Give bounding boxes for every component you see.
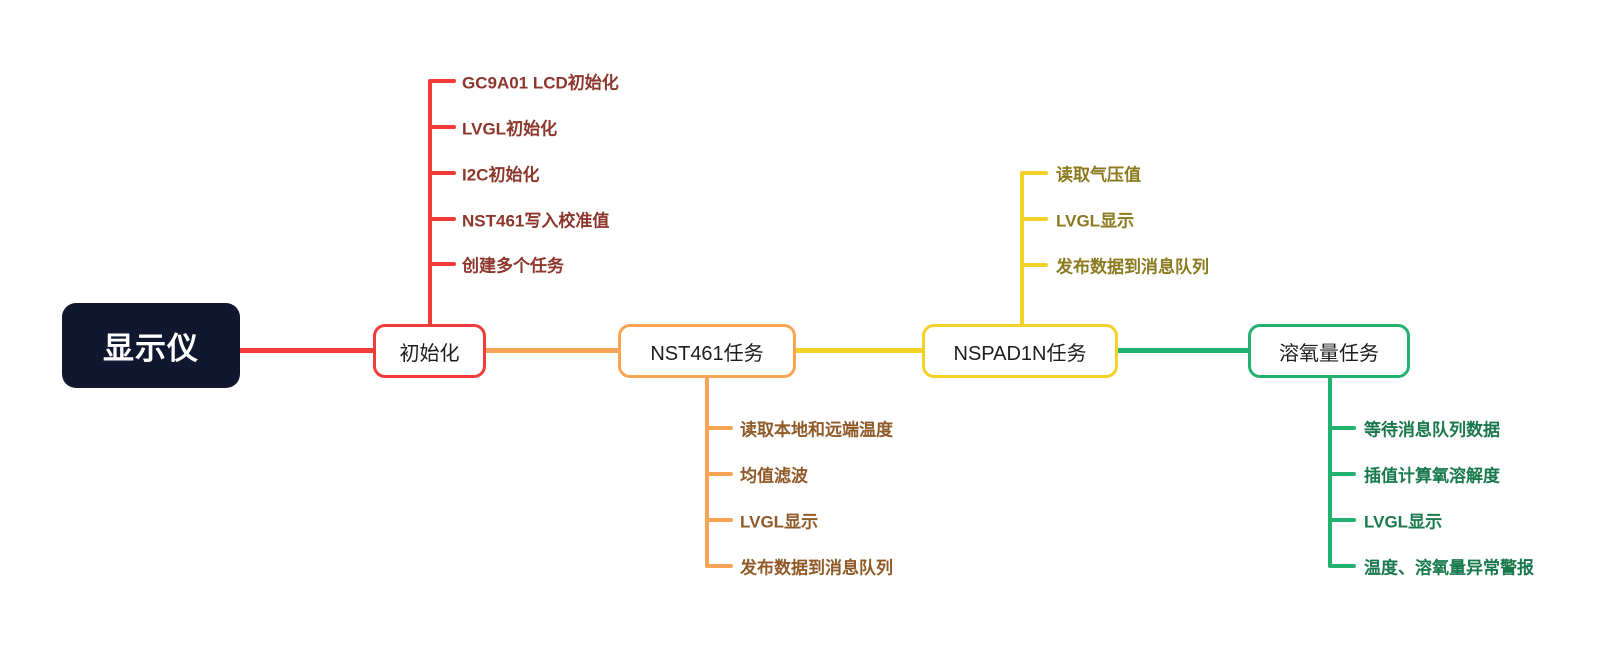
child-wait-queue-data[interactable]: 等待消息队列数据 (1364, 420, 1500, 440)
child-temp-oxygen-alarm[interactable]: 温度、溶氧量异常警报 (1364, 558, 1534, 578)
branch-tick (430, 125, 456, 129)
branch-tick (1330, 518, 1356, 522)
child-lvgl-display-nst461[interactable]: LVGL显示 (740, 512, 819, 532)
child-read-pressure[interactable]: 读取气压值 (1056, 165, 1141, 185)
branch-tick (707, 564, 733, 568)
node-init[interactable]: 初始化 (373, 324, 486, 378)
child-gc9a01-lcd-init[interactable]: GC9A01 LCD初始化 (462, 73, 619, 93)
node-init-label: 初始化 (399, 342, 460, 365)
node-oxygen-task-label: 溶氧量任务 (1279, 342, 1379, 365)
branch-line-nspad1n (1020, 171, 1024, 326)
branch-tick (430, 217, 456, 221)
root-node-label: 显示仪 (103, 331, 199, 366)
branch-tick (430, 262, 456, 266)
root-node[interactable]: 显示仪 (62, 303, 240, 388)
node-nspad1n-task[interactable]: NSPAD1N任务 (922, 324, 1118, 378)
child-read-local-remote-temp[interactable]: 读取本地和远端温度 (740, 420, 893, 440)
branch-tick (707, 472, 733, 476)
child-lvgl-init[interactable]: LVGL初始化 (462, 119, 558, 139)
branch-tick (1022, 263, 1048, 267)
branch-tick (1022, 217, 1048, 221)
connector-nspad1n-to-oxygen (1116, 348, 1250, 353)
branch-tick (1330, 426, 1356, 430)
branch-tick (430, 171, 456, 175)
branch-tick (430, 79, 456, 83)
child-nst461-write-calibration[interactable]: NST461写入校准值 (462, 211, 610, 231)
node-nst461-task[interactable]: NST461任务 (618, 324, 796, 378)
child-lvgl-display-oxygen[interactable]: LVGL显示 (1364, 512, 1443, 532)
child-lvgl-display-nspad1n[interactable]: LVGL显示 (1056, 211, 1135, 231)
branch-tick (707, 518, 733, 522)
child-i2c-init[interactable]: I2C初始化 (462, 165, 540, 185)
node-oxygen-task[interactable]: 溶氧量任务 (1248, 324, 1410, 378)
child-publish-queue-nst461[interactable]: 发布数据到消息队列 (740, 558, 893, 578)
connector-root-to-init (238, 348, 375, 353)
child-mean-filter[interactable]: 均值滤波 (740, 466, 808, 486)
branch-line-init (428, 79, 432, 326)
connector-nst461-to-nspad1n (794, 348, 924, 353)
branch-tick (1022, 171, 1048, 175)
node-nspad1n-task-label: NSPAD1N任务 (953, 342, 1087, 365)
child-create-tasks[interactable]: 创建多个任务 (462, 256, 564, 276)
node-nst461-task-label: NST461任务 (650, 342, 764, 365)
child-publish-queue-nspad1n[interactable]: 发布数据到消息队列 (1056, 257, 1209, 277)
connector-init-to-nst461 (484, 348, 620, 353)
branch-tick (707, 426, 733, 430)
branch-tick (1330, 564, 1356, 568)
branch-tick (1330, 472, 1356, 476)
child-interpolate-oxygen-solubility[interactable]: 插值计算氧溶解度 (1364, 466, 1500, 486)
